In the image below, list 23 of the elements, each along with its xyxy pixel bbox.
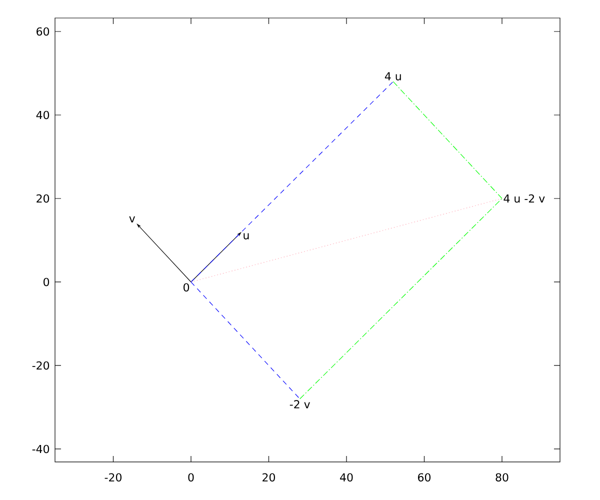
point-label: 0 [184, 283, 190, 292]
tick-label: 0 [44, 278, 50, 286]
tick-label: 40 [340, 473, 353, 482]
point-label: v [129, 216, 136, 222]
tick-label: -40 [32, 444, 50, 454]
tick-label: 80 [496, 473, 508, 482]
point-label: u [244, 233, 249, 240]
tick-label: 20 [262, 473, 275, 482]
tick-label: 40 [36, 110, 50, 120]
connector-line [300, 198, 502, 400]
point-label: 4 u [384, 72, 401, 80]
tick-label: -20 [32, 361, 50, 370]
point-label: 4 u -2 v [504, 194, 545, 203]
tick-label: 20 [36, 194, 50, 203]
connector-line [190, 81, 394, 282]
tick-label: -20 [104, 473, 122, 482]
tick-label: 60 [36, 27, 50, 36]
tick-label: 0 [188, 473, 194, 482]
tick-label: 60 [418, 473, 430, 482]
point-label: -2 v [290, 400, 310, 408]
connector-line [190, 282, 300, 400]
connector-line [392, 81, 502, 199]
connector-line [190, 198, 502, 282]
